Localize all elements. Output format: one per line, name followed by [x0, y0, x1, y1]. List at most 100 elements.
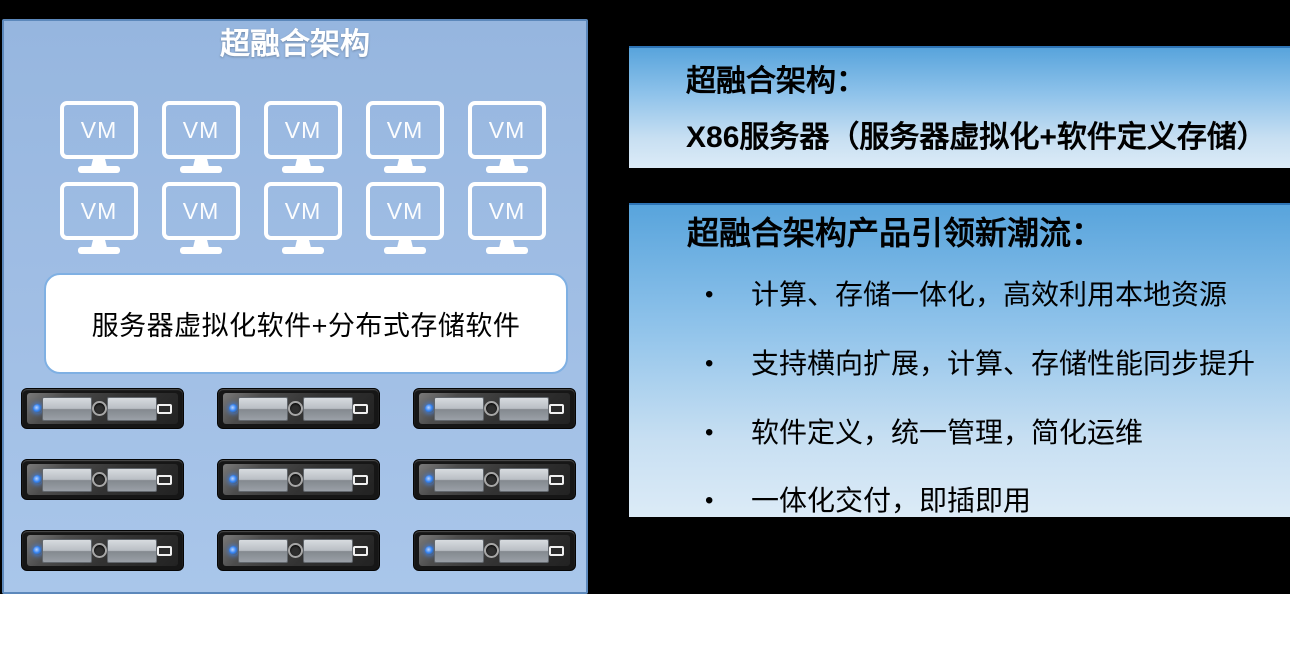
- definition-formula: X86服务器（服务器虚拟化+软件定义存储）: [686, 121, 1267, 154]
- server-icon: [217, 530, 380, 571]
- vm-stand-base: [78, 247, 120, 254]
- server-icon: [217, 459, 380, 500]
- server-drive-bay: [499, 396, 549, 421]
- vm-stand-base: [282, 166, 324, 173]
- server-front-face: [419, 464, 570, 495]
- server-drive-bay: [499, 538, 549, 563]
- server-led-icon: [425, 475, 434, 484]
- server-drive-bay: [303, 396, 353, 421]
- software-layer-box: 服务器虚拟化软件+分布式存储软件: [44, 273, 568, 374]
- server-knob-icon: [288, 543, 303, 558]
- server-drive-bay: [238, 396, 288, 421]
- server-drive-bay: [238, 467, 288, 492]
- vm-stand-neck: [193, 159, 209, 167]
- server-drive-bay: [434, 538, 484, 563]
- software-layer-label: 服务器虚拟化软件+分布式存储软件: [91, 311, 521, 341]
- vm-monitor-screen: VM: [264, 182, 342, 240]
- vm-stand-base: [180, 247, 222, 254]
- definition-title: 超融合架构：: [686, 65, 866, 98]
- vm-icon: VM: [264, 182, 342, 254]
- server-drive-bay: [434, 467, 484, 492]
- trend-bullet: •支持横向扩展，计算、存储性能同步提升: [629, 347, 1290, 380]
- bullet-dot-icon: •: [705, 418, 714, 446]
- vm-monitor-screen: VM: [468, 182, 546, 240]
- vm-icon: VM: [366, 182, 444, 254]
- server-power-button-icon: [353, 474, 368, 485]
- server-front-face: [27, 535, 178, 566]
- server-drive-bay: [107, 396, 157, 421]
- vm-label: VM: [182, 197, 220, 224]
- server-drive-bay: [499, 467, 549, 492]
- trend-bullet: •计算、存储一体化，高效利用本地资源: [629, 279, 1290, 311]
- vm-monitor-screen: VM: [366, 182, 444, 240]
- server-knob-icon: [92, 401, 107, 416]
- vm-stand-neck: [193, 240, 209, 248]
- vm-stand-neck: [397, 159, 413, 167]
- vm-stand-neck: [499, 240, 515, 248]
- vm-label: VM: [284, 116, 322, 143]
- server-front-face: [419, 535, 570, 566]
- server-led-icon: [33, 546, 42, 555]
- vm-stand-neck: [499, 159, 515, 167]
- server-drive-bay: [303, 467, 353, 492]
- vm-icon: VM: [468, 182, 546, 254]
- vm-stand-neck: [295, 240, 311, 248]
- server-led-icon: [33, 475, 42, 484]
- server-front-face: [223, 535, 374, 566]
- vm-label: VM: [488, 116, 526, 143]
- server-led-icon: [33, 404, 42, 413]
- vm-label: VM: [386, 197, 424, 224]
- trend-bullet: •一体化交付，即插即用: [629, 485, 1290, 517]
- server-front-face: [419, 393, 570, 424]
- vm-label: VM: [80, 116, 118, 143]
- hci-definition-box: 超融合架构： X86服务器（服务器虚拟化+软件定义存储）: [629, 46, 1290, 168]
- server-knob-icon: [484, 543, 499, 558]
- server-power-button-icon: [353, 545, 368, 556]
- server-icon: [413, 530, 576, 571]
- server-knob-icon: [92, 472, 107, 487]
- server-power-button-icon: [157, 474, 172, 485]
- server-icon: [21, 459, 184, 500]
- vm-stand-base: [486, 247, 528, 254]
- vm-icon: VM: [60, 101, 138, 173]
- vm-stand-base: [384, 166, 426, 173]
- vm-icon: VM: [162, 101, 240, 173]
- vm-label: VM: [80, 197, 118, 224]
- server-drive-bay: [303, 538, 353, 563]
- server-drive-bay: [238, 538, 288, 563]
- vm-stand-neck: [397, 240, 413, 248]
- server-led-icon: [425, 404, 434, 413]
- vm-monitor-screen: VM: [162, 101, 240, 159]
- server-drive-bay: [42, 467, 92, 492]
- vm-icon: VM: [366, 101, 444, 173]
- vm-stand-neck: [91, 240, 107, 248]
- vm-monitor-screen: VM: [264, 101, 342, 159]
- vm-label: VM: [488, 197, 526, 224]
- server-power-button-icon: [157, 545, 172, 556]
- server-drive-bay: [107, 538, 157, 563]
- server-knob-icon: [484, 472, 499, 487]
- panel-title: 超融合架构: [220, 28, 370, 61]
- vm-icon: VM: [60, 182, 138, 254]
- server-icon: [217, 388, 380, 429]
- server-knob-icon: [484, 401, 499, 416]
- server-front-face: [27, 464, 178, 495]
- trends-bullet-list: •计算、存储一体化，高效利用本地资源•支持横向扩展，计算、存储性能同步提升•软件…: [629, 279, 1290, 517]
- vm-monitor-screen: VM: [468, 101, 546, 159]
- server-drive-bay: [42, 396, 92, 421]
- bullet-dot-icon: •: [705, 487, 714, 515]
- server-icon: [413, 388, 576, 429]
- server-front-face: [223, 464, 374, 495]
- server-led-icon: [425, 546, 434, 555]
- vm-grid: VM VM VM VM VM VM VM VM VM VM: [4, 101, 586, 254]
- server-led-icon: [229, 404, 238, 413]
- trend-bullet: •软件定义，统一管理，简化运维: [629, 417, 1290, 449]
- server-power-button-icon: [549, 545, 564, 556]
- hci-trends-box: 超融合架构产品引领新潮流： •计算、存储一体化，高效利用本地资源•支持横向扩展，…: [629, 203, 1290, 517]
- hci-architecture-panel: 超融合架构 VM VM VM VM VM VM VM VM VM VM 服务器虚拟化软件+分布式存…: [2, 19, 588, 594]
- vm-monitor-screen: VM: [366, 101, 444, 159]
- vm-label: VM: [182, 116, 220, 143]
- vm-monitor-screen: VM: [60, 182, 138, 240]
- bullet-text: 支持横向扩展，计算、存储性能同步提升: [751, 347, 1256, 379]
